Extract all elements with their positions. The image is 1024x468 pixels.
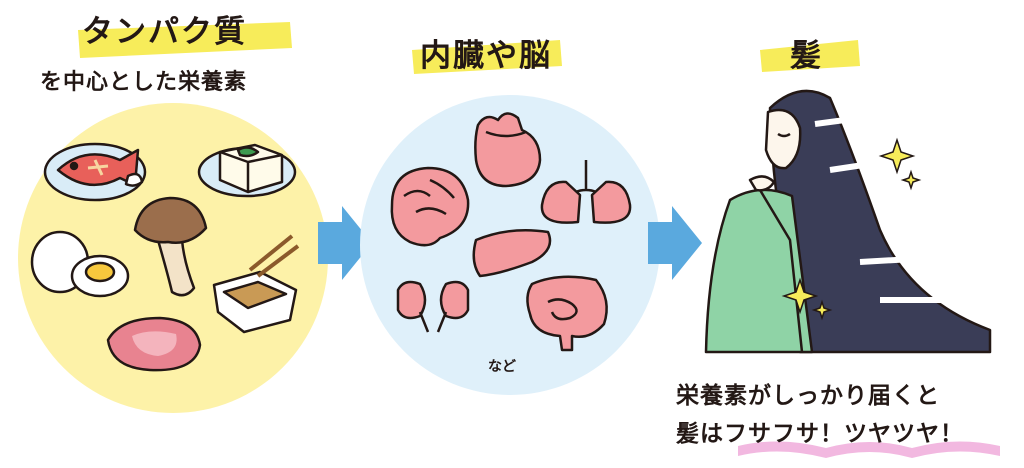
- title-highlight-1: [78, 22, 292, 58]
- natto-icon: [212, 234, 300, 334]
- liver-icon: [472, 228, 552, 278]
- egg-icon: [30, 230, 130, 298]
- heart-icon: [474, 112, 542, 188]
- title-highlight-2: [412, 40, 562, 74]
- panel-1-title: タンパク質: [82, 14, 247, 50]
- kidneys-icon: [396, 280, 470, 333]
- panel-2-title: 内臓や脳: [420, 38, 552, 74]
- fish-icon: [43, 142, 147, 202]
- sparkle-icon: [781, 137, 922, 321]
- panel-3-title: 髪: [790, 38, 823, 74]
- caption-highlight: [738, 441, 1000, 458]
- caption-line-2: 髪はフサフサ！ツヤツヤ！: [676, 421, 964, 447]
- tofu-icon: [197, 143, 297, 198]
- lungs-icon: [540, 160, 632, 224]
- meat-icon: [106, 316, 202, 372]
- panel-1-subtitle: を中心とした栄養素: [40, 70, 248, 95]
- panel-2-note: など: [488, 359, 516, 375]
- arrow-right-icon: [318, 206, 372, 280]
- title-highlight-3: [760, 40, 860, 72]
- brain-icon: [390, 166, 470, 247]
- woman-illustration: [704, 89, 992, 354]
- intestines-icon: [526, 275, 608, 352]
- caption-line-1: 栄養素がしっかり届くと: [676, 383, 940, 409]
- mushroom-icon: [133, 196, 208, 297]
- arrow-right-icon: [648, 206, 702, 280]
